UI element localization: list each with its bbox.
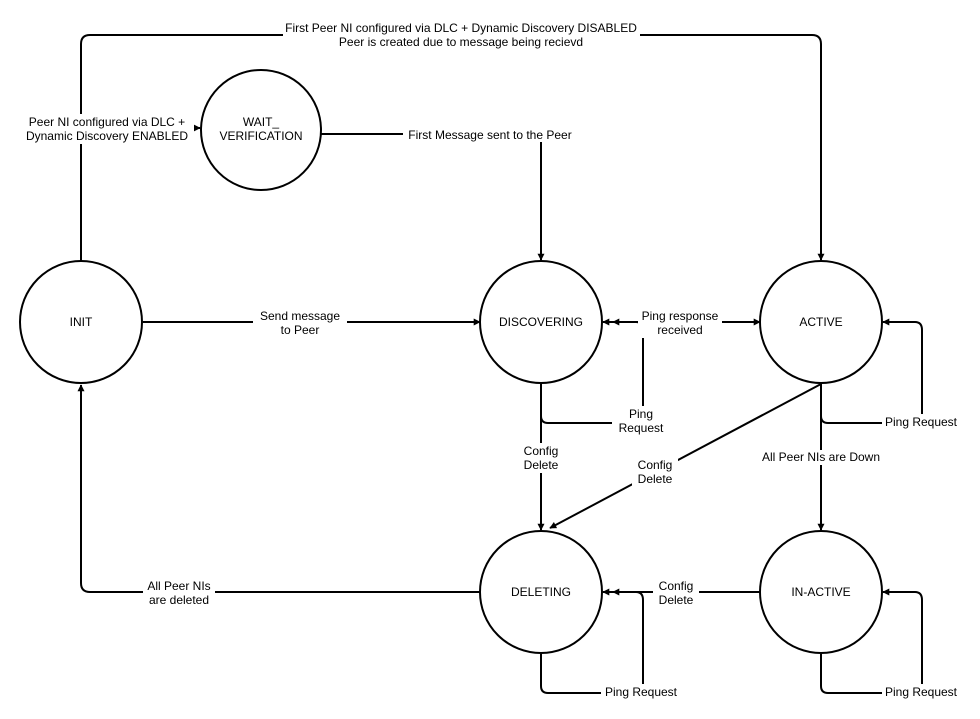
edge-deleting-to-init (77, 384, 480, 593)
label-deleting-to-init-line1: All Peer NIs (147, 579, 210, 593)
state-wait-verification (200, 69, 322, 191)
label-init-to-active-line2: Peer is created due to message being rec… (339, 35, 583, 49)
label-discovering-self-line2: Request (619, 421, 664, 435)
label-discovering-to-active-line1: Ping response (642, 309, 719, 323)
label-init-to-discovering-line2: to Peer (281, 323, 320, 337)
label-init-to-wait-line2: Dynamic Discovery ENABLED (26, 129, 188, 143)
label-discovering-to-active-line2: received (657, 323, 702, 337)
state-label-deleting: DELETING (511, 585, 571, 599)
label-deleting-to-init-line2: are deleted (149, 593, 209, 607)
state-label-init: INIT (70, 315, 93, 329)
label-active-to-deleting-line1: Config (638, 458, 673, 472)
label-active-to-inactive: All Peer NIs are Down (762, 450, 880, 464)
label-discovering-self-line1: Ping (629, 407, 653, 421)
state-label-inactive: IN-ACTIVE (791, 585, 850, 599)
label-active-self: Ping Request (885, 415, 958, 429)
label-wait-to-discovering: First Message sent to the Peer (408, 128, 571, 142)
state-discovering (479, 260, 603, 384)
label-init-to-wait-line1: Peer NI configured via DLC + (29, 115, 185, 129)
label-inactive-to-deleting-line2: Delete (659, 593, 694, 607)
edge-active-to-deleting (549, 383, 822, 529)
state-label-wait-line2: VERIFICATION (219, 129, 302, 143)
label-init-to-active-line1: First Peer NI configured via DLC + Dynam… (285, 21, 637, 35)
label-discovering-to-deleting-line2: Delete (524, 458, 559, 472)
state-init (19, 260, 143, 384)
state-label-wait-line1: WAIT_ (243, 115, 280, 129)
state-label-active: ACTIVE (799, 315, 842, 329)
label-active-to-deleting-line2: Delete (638, 472, 673, 486)
state-label-discovering: DISCOVERING (499, 315, 583, 329)
state-deleting (479, 530, 603, 654)
label-discovering-to-deleting-line1: Config (524, 444, 559, 458)
label-inactive-self: Ping Request (885, 685, 958, 699)
edge-init-to-active (80, 34, 825, 262)
edge-wait-to-discovering (321, 133, 545, 261)
label-inactive-to-deleting-line1: Config (659, 579, 694, 593)
state-active (759, 260, 883, 384)
label-deleting-self: Ping Request (605, 685, 678, 699)
state-inactive (759, 530, 883, 654)
label-init-to-discovering-line1: Send message (260, 309, 340, 323)
